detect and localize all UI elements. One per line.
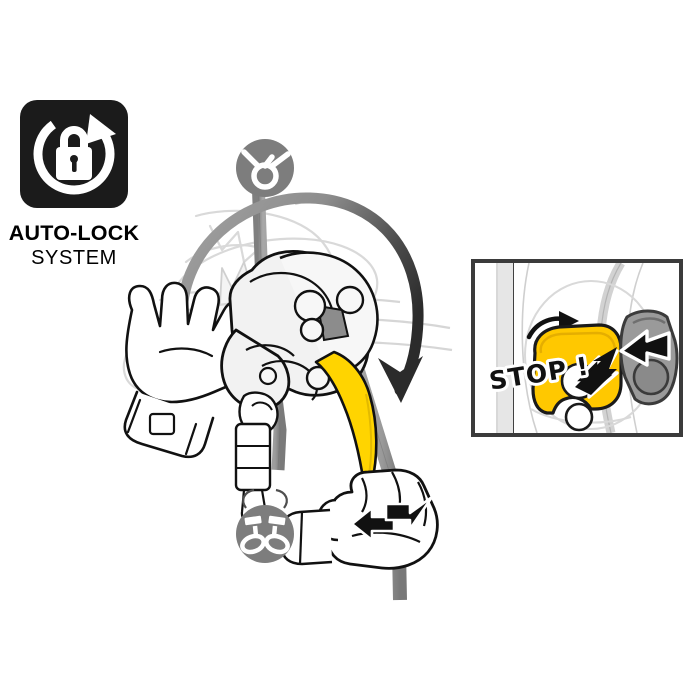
climbing-harness-badge (236, 488, 294, 563)
auto-lock-title: AUTO-LOCK (8, 221, 140, 245)
carabiner-lanyard (234, 391, 279, 526)
grip-direction-arrows (350, 495, 434, 542)
pivot-rivet-secondary (299, 317, 325, 343)
grip-arrow-left (350, 506, 396, 542)
yellow-cam (531, 323, 623, 432)
yellow-release-handle (314, 350, 378, 486)
pivot-rivet-upper (335, 285, 365, 315)
auto-lock-subtitle: SYSTEM (31, 246, 117, 269)
pivot-rivet-main (293, 289, 327, 323)
auto-lock-badge (20, 100, 128, 208)
auto-lock-padlock-rotation-icon (33, 114, 116, 195)
pivot-rivet-ear (258, 366, 278, 386)
anchor-point-badge (236, 139, 294, 197)
rotation-direction-arrow (176, 192, 424, 403)
inset-content: STOP ! STOP ! (475, 263, 679, 433)
auto-lock-system-block: AUTO-LOCK SYSTEM (0, 100, 148, 269)
lever-push-arrow (619, 329, 671, 367)
stop-detail-inset: STOP ! STOP ! (471, 259, 683, 437)
grip-arrow-right (384, 495, 434, 531)
cam-push-arrow-body (575, 347, 617, 395)
